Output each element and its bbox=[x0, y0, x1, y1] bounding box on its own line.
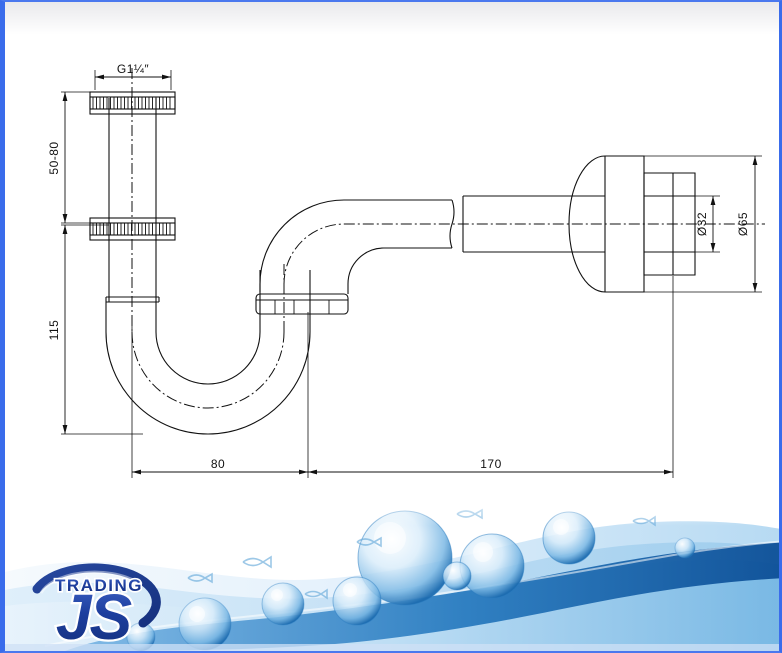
dim-flange-diameter: Ø65 bbox=[644, 155, 762, 293]
outlet-joint-break-left bbox=[449, 199, 455, 249]
wall-spigot bbox=[643, 172, 696, 276]
technical-drawing-canvas: .ln { stroke:#111; stroke-width:1.1; fil… bbox=[47, 62, 765, 478]
dim-label-outlet-dia: Ø32 bbox=[695, 212, 709, 236]
outlet-elbow-outer bbox=[259, 199, 452, 292]
js-trading-logo: TRADING JS bbox=[32, 563, 161, 645]
wave-highlight bbox=[44, 540, 779, 647]
water-wave-footer bbox=[5, 486, 779, 651]
bubble-cluster bbox=[126, 510, 696, 651]
wall-flange bbox=[568, 155, 645, 293]
dim-trap-height: 115 bbox=[47, 224, 143, 435]
dim-label-adjustable: 50-80 bbox=[47, 141, 61, 174]
trap-service-nut bbox=[255, 293, 349, 315]
top-knurled-nut bbox=[89, 91, 176, 115]
trap-outer-wall bbox=[105, 302, 311, 435]
outlet-centerline bbox=[283, 223, 765, 285]
trap-inner-wall bbox=[155, 302, 261, 385]
logo-trading-text: TRADING bbox=[55, 576, 143, 595]
dim-top-thread: G1¼″ bbox=[94, 62, 172, 90]
dim-label-thread: G1¼″ bbox=[117, 62, 150, 76]
trap-centerline bbox=[131, 331, 285, 409]
outlet-elbow-inner bbox=[347, 247, 452, 294]
dim-trap-offset: 80 bbox=[132, 457, 308, 475]
dim-label-trap-height: 115 bbox=[47, 320, 61, 341]
dim-label-80: 80 bbox=[211, 457, 225, 471]
logo-swoosh-highlight bbox=[39, 570, 136, 594]
dim-outlet-diameter: Ø32 bbox=[695, 195, 720, 253]
dim-label-flange-dia: Ø65 bbox=[736, 212, 750, 236]
dim-outlet-length: 170 bbox=[308, 457, 673, 475]
dim-adjustable-height: 50-80 bbox=[47, 91, 109, 224]
logo-js-text: JS bbox=[56, 581, 133, 645]
wave-dark bbox=[65, 542, 779, 651]
dim-label-170: 170 bbox=[480, 457, 502, 471]
logo-swoosh bbox=[32, 563, 161, 628]
